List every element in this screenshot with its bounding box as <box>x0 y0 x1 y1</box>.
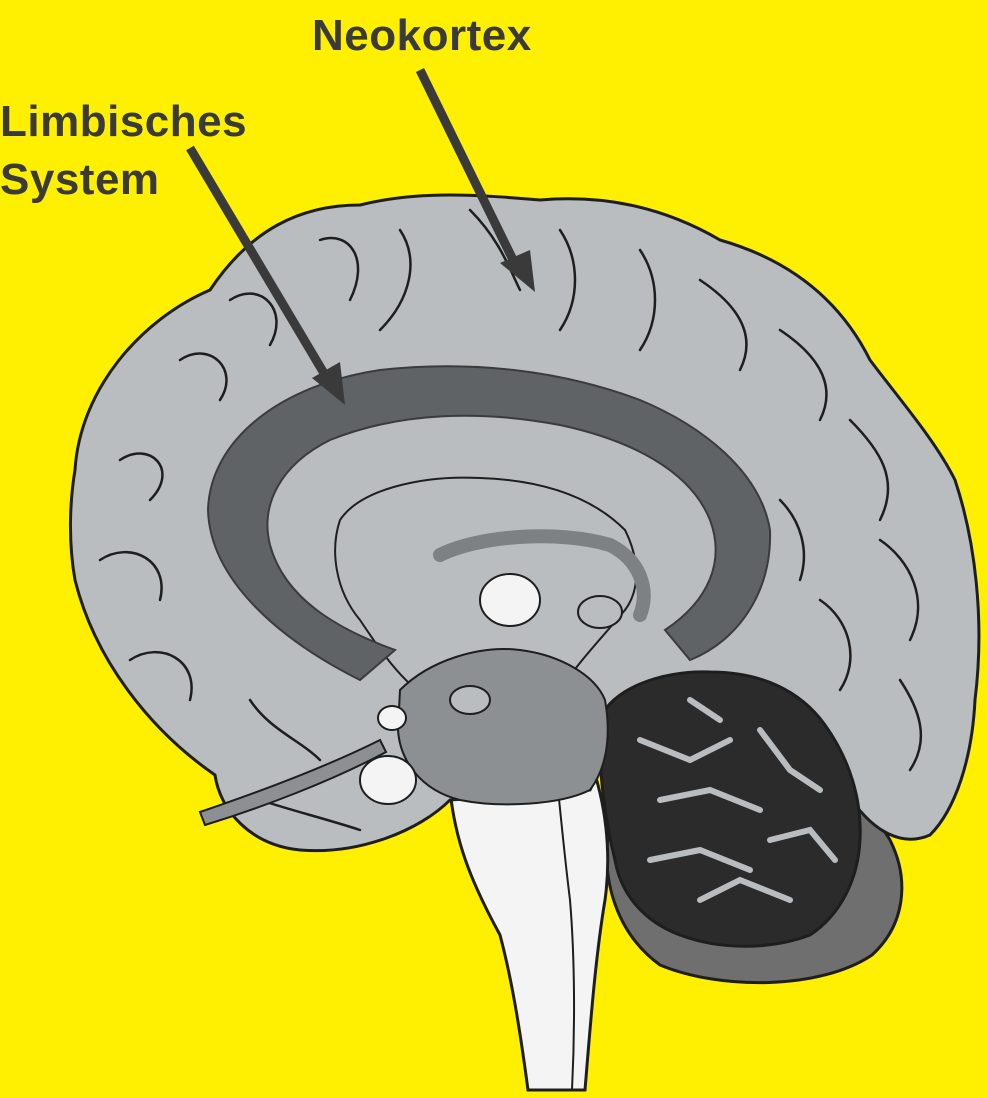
lower-limbic-region <box>398 649 608 804</box>
optic-chiasm <box>378 706 406 730</box>
hypothalamus-spot <box>450 686 490 714</box>
brainstem <box>450 760 608 1090</box>
neokortex-label: Neokortex <box>312 10 532 62</box>
limbic-system-label-line1: Limbisches <box>0 96 247 148</box>
amygdala-nucleus <box>360 756 416 804</box>
limbic-system-label-line2: System <box>0 154 160 206</box>
thalamus-nucleus <box>480 574 540 626</box>
pineal-body <box>578 596 622 628</box>
